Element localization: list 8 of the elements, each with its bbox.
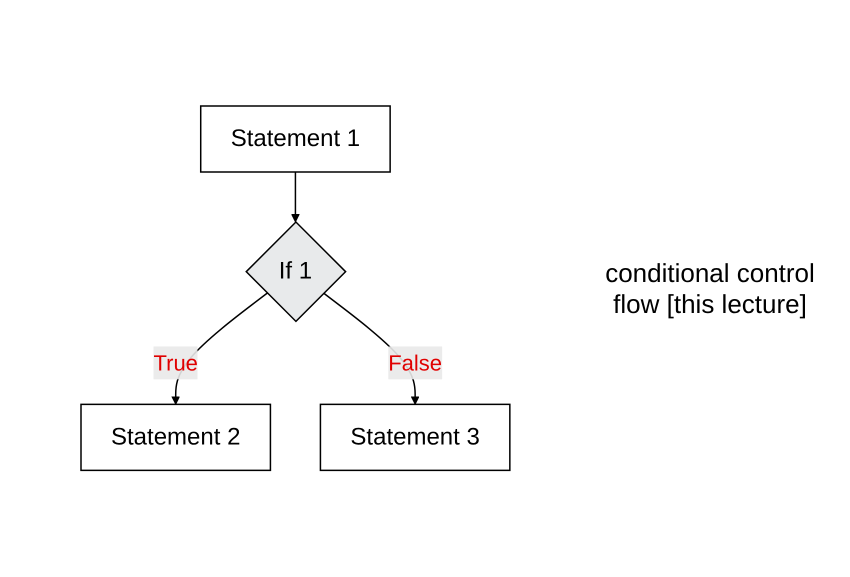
edge-label: False xyxy=(388,350,442,376)
node-diamond: If 1 xyxy=(244,221,346,323)
edge-label: True xyxy=(153,350,198,376)
arrow xyxy=(290,172,300,223)
node-box: Statement 2 xyxy=(80,404,271,472)
node-box: Statement 3 xyxy=(319,404,510,472)
note-text: conditional control flow [this lecture] xyxy=(604,258,816,320)
node-box: Statement 1 xyxy=(200,106,390,174)
